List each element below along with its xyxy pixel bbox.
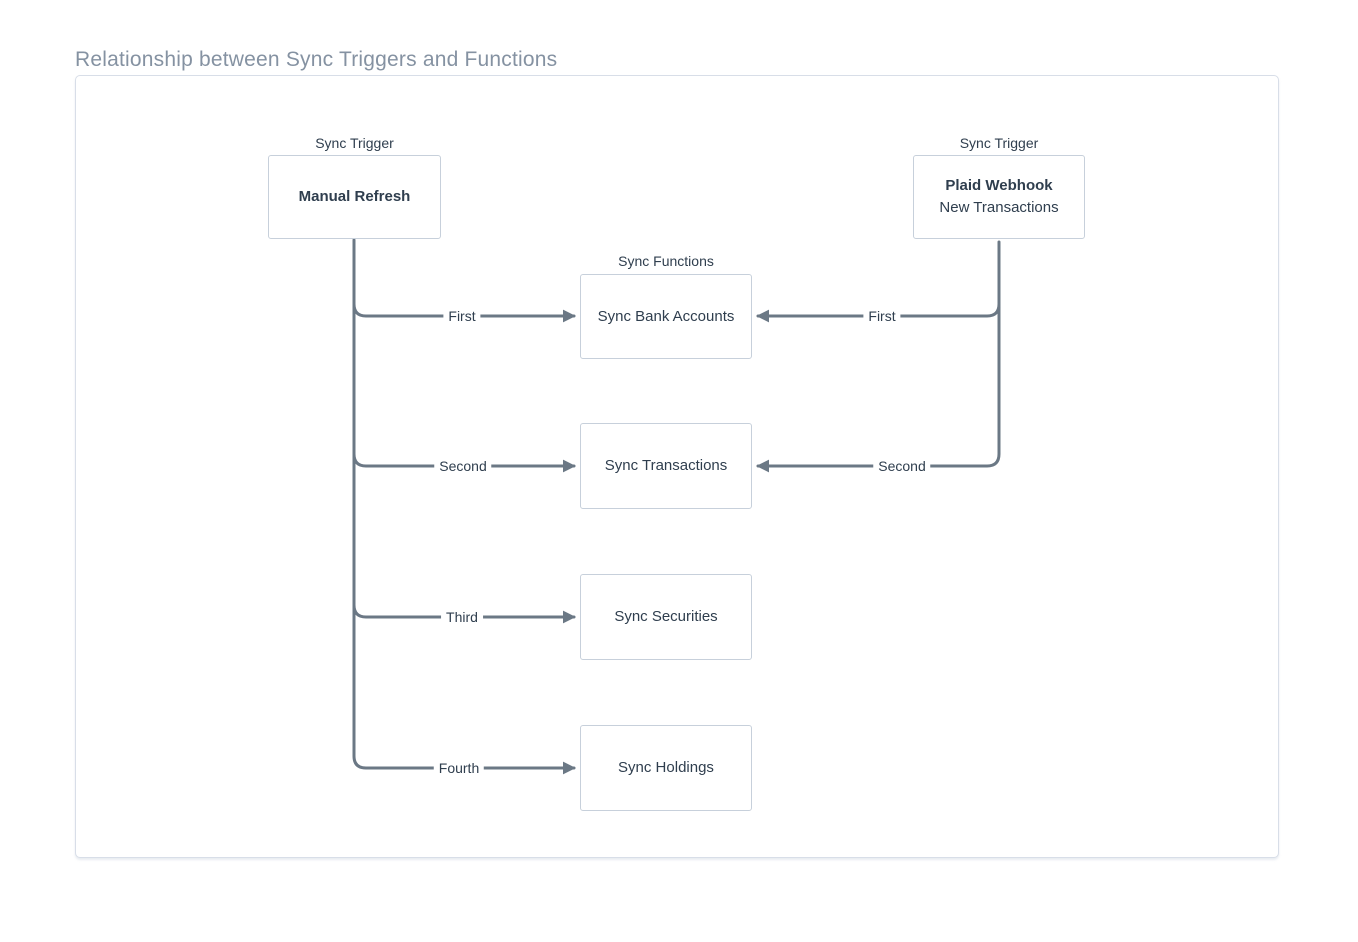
node-sync-transactions: Sync Transactions [580,423,752,509]
edge-label-manual-fourth: Fourth [433,760,485,776]
node-plaid-webhook-label: Plaid Webhook [945,177,1053,194]
node-sync-securities: Sync Securities [580,574,752,660]
diagram-canvas: Sync Trigger Sync Trigger Sync Functions… [75,75,1279,858]
edge-label-manual-third: Third [441,609,483,625]
group-label-sync-functions: Sync Functions [618,253,714,269]
node-plaid-webhook: Plaid Webhook New Transactions [913,155,1085,239]
edge-label-plaid-first: First [863,308,901,324]
node-sync-bank-accounts: Sync Bank Accounts [580,274,752,359]
node-plaid-webhook-sublabel: New Transactions [939,199,1059,216]
node-sync-bank-accounts-label: Sync Bank Accounts [597,307,735,325]
node-manual-refresh-label: Manual Refresh [298,188,411,205]
edge-label-manual-first: First [443,308,481,324]
node-manual-refresh: Manual Refresh [268,155,441,239]
node-sync-holdings: Sync Holdings [580,725,752,811]
group-label-sync-trigger-plaid: Sync Trigger [959,135,1039,151]
edge-label-manual-second: Second [434,458,492,474]
page-title: Relationship between Sync Triggers and F… [75,48,558,71]
node-sync-securities-label: Sync Securities [614,608,718,625]
node-sync-holdings-label: Sync Holdings [618,759,714,776]
edge-plaid-second [756,240,1001,473]
node-sync-transactions-label: Sync Transactions [604,457,728,474]
group-label-sync-trigger-manual: Sync Trigger [315,135,394,151]
edge-label-plaid-second: Second [873,458,931,474]
